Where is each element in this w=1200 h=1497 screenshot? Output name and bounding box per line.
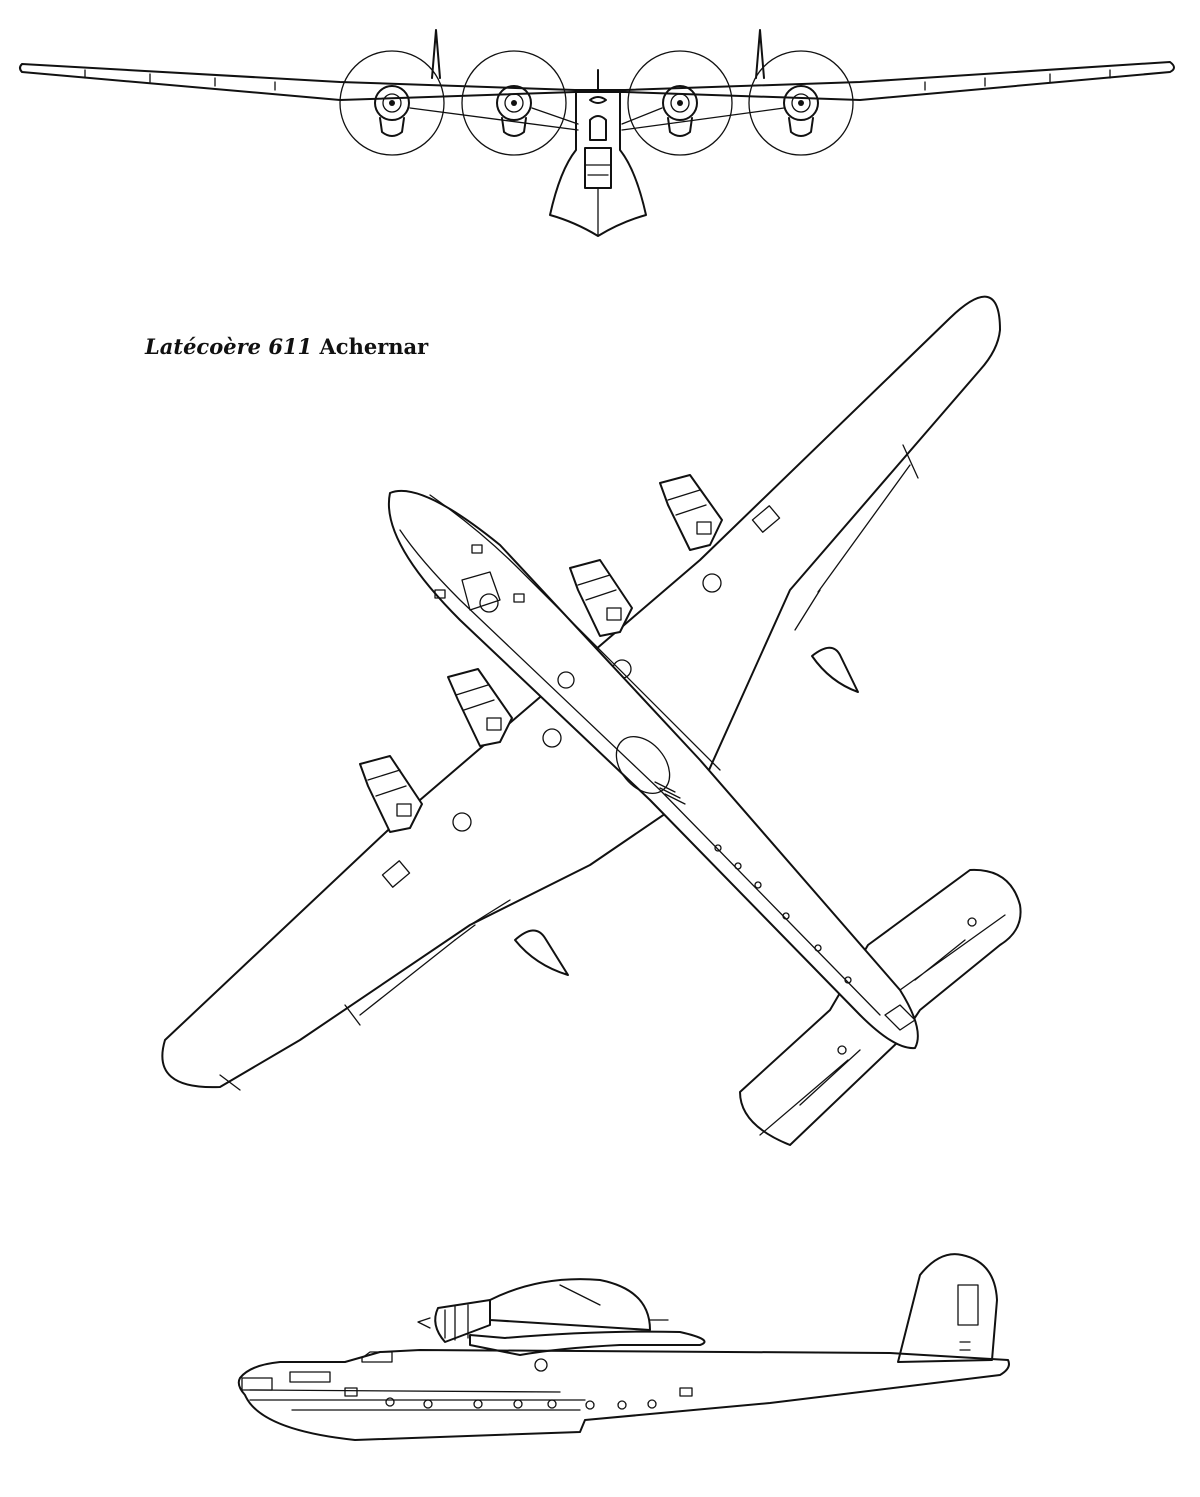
caption-model: Latécoère 611: [145, 334, 313, 359]
plan-view: [161, 295, 1022, 1146]
caption-name: Achernar: [319, 334, 429, 359]
drawing-caption: Latécoère 611 Achernar: [145, 334, 428, 359]
front-view: [19, 29, 1175, 237]
side-view: [237, 1253, 1010, 1441]
